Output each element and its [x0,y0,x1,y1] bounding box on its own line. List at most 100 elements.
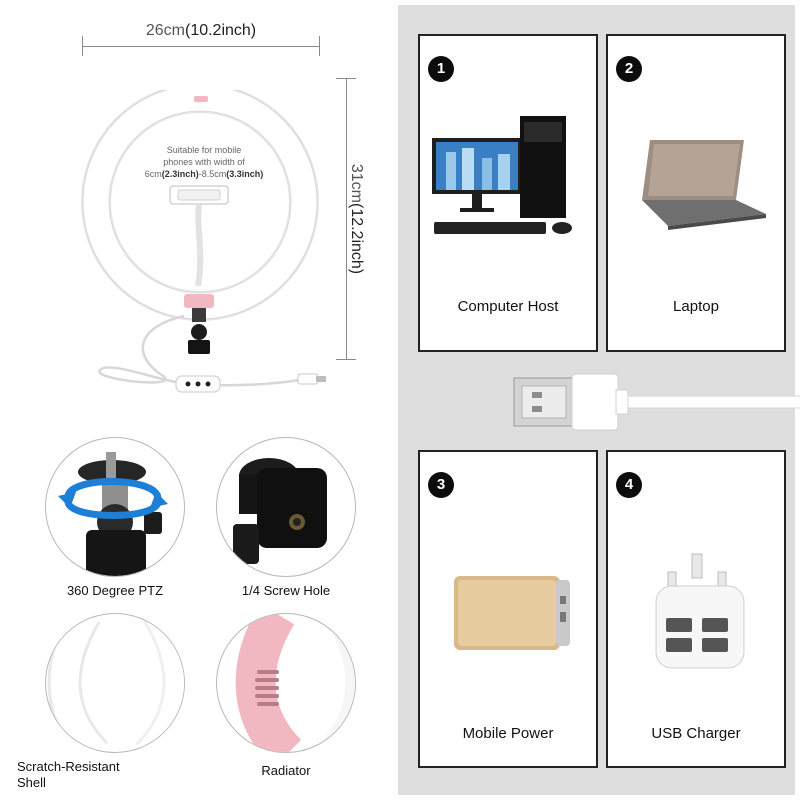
radiator-vent-5 [257,702,279,706]
width-dimension-tick-right [319,36,320,56]
ball-head-base [188,340,210,354]
screw-hole-illustration [233,458,327,564]
ptz-base [86,530,146,576]
width-value: 26cm [145,22,185,39]
switch-button-1 [185,381,191,387]
screen-building-1 [446,152,456,190]
laptop-base [642,200,766,226]
feature-label: 1/4 Screw Hole [241,583,331,598]
height-value: 31cm [348,163,365,203]
height-inch: (12.2inch) [348,202,365,275]
switch-button-2 [195,381,201,387]
charger-usb-port-3 [666,638,692,652]
radiator-vent-3 [255,686,279,690]
usb-plug-contact-1 [532,392,542,398]
feature-360-ptz-image [45,437,185,577]
power-bank-port-2 [560,612,566,622]
screw-hole-center [293,518,301,526]
feature-radiator-image [216,613,356,753]
usb-plug-strain-relief [615,389,629,415]
cable-usb-end [297,373,319,385]
usb-plug-icon [513,373,800,431]
screen-building-2 [462,148,474,190]
width-dimension-label: 26cm(10.2inch) [82,22,320,40]
power-card-label: Laptop [673,298,719,315]
switch-button-3 [205,381,211,387]
ball-head-ball [191,324,207,340]
number-badge-icon: 1 [428,56,454,82]
laptop-lid-face [648,144,740,196]
ptz-illustration [58,452,168,576]
screen-building-3 [482,158,492,190]
caption-min: 6cm [144,169,162,179]
usb-cable-right [627,395,800,409]
caption-dash: - [198,169,202,179]
caption-line-2: phones with width of [163,157,245,167]
feature-label-line-2: Shell [17,775,46,790]
feature-360-ptz: 360 Degree PTZ [45,437,185,598]
number-badge-icon: 3 [428,472,454,498]
power-card-usb-charger: 4 USB Charger [606,450,786,768]
ptz-screw [106,452,116,478]
width-dimension-line [82,46,320,47]
height-dimension-tick-bottom [336,359,356,360]
laptop-illustration [642,140,766,230]
computer-host-illustration [432,116,572,234]
caption-max: 8.5cm [201,169,227,179]
height-dimension-line [346,78,347,360]
feature-screw-hole: 1/4 Screw Hole [216,437,356,598]
monitor-stand [460,208,494,212]
feature-label-line-1: Scratch-Resistant [17,759,120,774]
radiator-ring-outer [317,614,355,752]
phone-clamp-inner [177,189,221,201]
radiator-vent-2 [255,678,279,682]
power-card-label: Mobile Power [462,725,554,742]
usb-charger-illustration [655,553,745,669]
screen-building-4 [498,154,510,190]
rotation-arrowhead-left [58,492,76,508]
laptop-base-edge [668,214,766,230]
ball-head-stem [192,308,206,322]
power-bank-port-1 [560,596,566,604]
caption-min-inch: (2.3inch) [161,169,199,179]
feature-shell-image [45,613,185,753]
phone-width-caption: Suitable for mobile phones with width of… [144,144,264,180]
power-card-computer-host: 1 Computer Host [418,34,598,352]
shell-ring [50,614,107,752]
usb-plug-inner [521,385,567,419]
feature-screw-hole-image [216,437,356,577]
width-dimension: 26cm(10.2inch) [82,18,320,58]
number-badge-icon: 4 [616,472,642,498]
radiator-vent-4 [255,694,279,698]
power-card-label: Computer Host [457,298,559,315]
charger-pin-top [691,553,703,579]
caption-max-inch: (3.3inch) [226,169,264,179]
screw-hole-body [257,468,327,548]
radiator-vent-1 [257,670,279,674]
ring-light-product: Suitable for mobile phones with width of… [80,83,330,420]
usb-plug-housing [571,373,619,431]
monitor-neck [472,194,482,208]
feature-radiator: Radiator [216,613,356,778]
radiator-ring [235,614,302,752]
power-bank-illustration [454,576,570,650]
usb-plug-contact-2 [532,406,542,412]
number-badge-icon: 2 [616,56,642,82]
rotation-arrow-lower [64,500,162,519]
phone-holder-arm [195,203,204,287]
tower-front-panel [524,122,562,142]
ring-top-connector [194,96,208,102]
charger-usb-port-4 [702,638,728,652]
charger-usb-port-2 [702,618,728,632]
ring-bottom-connector [184,294,214,308]
power-card-laptop: 2 Laptop [606,34,786,352]
power-bank-face [458,580,556,646]
height-dimension: 31cm(12.2inch) [330,78,370,360]
mouse [552,222,572,234]
screw-hole-knob [233,524,259,564]
ring-light-illustration [81,83,326,393]
shell-illustration [47,614,184,752]
power-card-mobile-power: 3 Mobile Power [418,450,598,768]
charger-usb-port-1 [666,618,692,632]
cable-usb-tip [316,376,326,382]
